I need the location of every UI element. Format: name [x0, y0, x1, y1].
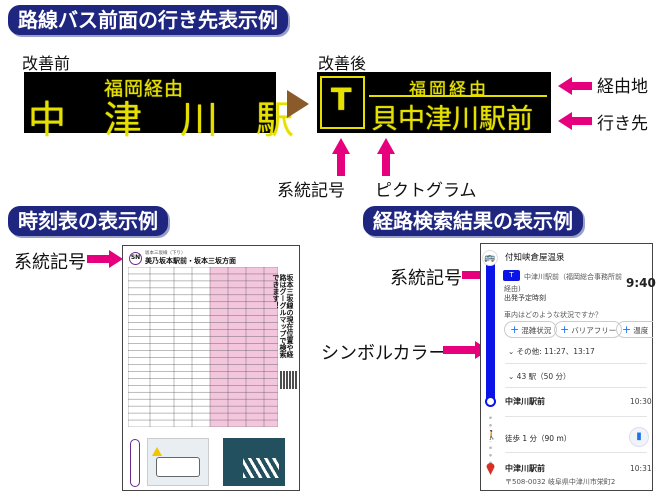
- pink-arrow-right-icon: [443, 341, 489, 363]
- pink-arrow-right-icon: [87, 250, 123, 272]
- dest-time: 10:31: [630, 464, 652, 473]
- symbol-color-annotation: シンボルカラー: [321, 343, 447, 364]
- new-destination-display: T 福岡経由 貝 中津川駅前: [317, 72, 551, 135]
- chip-label: バリアフリー: [571, 326, 617, 335]
- chip-accessibility[interactable]: +バリアフリー: [554, 321, 623, 338]
- timetable-sheet: SN 坂本三坂線（下り） 美乃坂本駅前・坂本三坂方面 坂本三坂線の現在位置や経路…: [122, 245, 300, 491]
- crowd-question: 車内はどのような状況ですか？: [504, 311, 602, 319]
- weekend-columns-shade: [210, 267, 278, 427]
- chip-label: 温度: [633, 326, 649, 335]
- timetable-grid: [128, 267, 278, 427]
- dest-stop: 中津川駅前: [505, 464, 545, 473]
- divider: [505, 452, 647, 453]
- arrive-stop: 中津川駅前: [505, 397, 545, 406]
- route-badge: SN: [129, 252, 142, 265]
- new-destination-text: 中津川駅前: [398, 104, 533, 135]
- route-desc-2: 経由): [504, 285, 521, 293]
- bus-icon: 🚌: [482, 250, 498, 266]
- other-times[interactable]: ⌄ その他: 11:27、13:17: [508, 346, 595, 357]
- route-code-text: T: [331, 83, 352, 118]
- route-code-box: [320, 76, 365, 129]
- pink-arrow-up-icon: [377, 138, 395, 180]
- pictogram-icon: 貝: [371, 104, 398, 135]
- chevron-down-icon: ⌄: [508, 372, 517, 381]
- route-desc: 中津川駅前（福岡総合事務所前: [524, 273, 622, 281]
- direction-title: 美乃坂本駅前・坂本三坂方面: [145, 257, 236, 265]
- chevron-down-icon: ⌄: [508, 347, 517, 356]
- side-note: 坂本三坂線の現在位置や経路はグーグルマップで検索できます！: [272, 274, 294, 358]
- section-title-bus-front: 路線バス前面の行き先表示例: [8, 5, 288, 35]
- before-label: 改善前: [22, 54, 71, 73]
- divider: [505, 416, 647, 417]
- headsign: 付知峡倉屋温泉: [505, 253, 565, 263]
- chip-label: 混雑状況: [521, 326, 552, 335]
- section-title-route-search: 経路検索結果の表示例: [363, 206, 583, 236]
- location-pin-icon: [486, 460, 495, 479]
- old-destination-text: 中 津 川 駅: [28, 98, 295, 142]
- stops-label: 43 駅（50 分）: [516, 372, 571, 381]
- arrive-time: 10:30: [630, 397, 652, 406]
- chip-crowding[interactable]: +混雑状況: [504, 321, 558, 338]
- pink-arrow-left-icon: [558, 112, 592, 134]
- depart-label: 出発予定時刻: [504, 294, 546, 302]
- other-times-label: その他: 11:27、13:17: [516, 347, 595, 356]
- qr-code: [280, 371, 298, 389]
- arrow-right-icon: [287, 90, 309, 118]
- divider: [505, 363, 647, 364]
- pictogram-annotation: ピクトグラム: [375, 181, 477, 201]
- walk-info: 徒歩 1 分（90 m）: [505, 434, 572, 443]
- pink-arrow-up-icon: [332, 138, 350, 180]
- route-code-annotation-timetable: 系統記号: [14, 252, 86, 273]
- route-code-annotation: 系統記号: [277, 181, 345, 201]
- after-label: 改善後: [318, 54, 367, 73]
- notice-label: [130, 439, 140, 487]
- route-badge-t[interactable]: T: [503, 270, 520, 281]
- stops-count[interactable]: ⌄ 43 駅（50 分）: [508, 371, 571, 382]
- via-place-annotation: 経由地: [597, 77, 648, 97]
- symbol-color-bar: [486, 256, 495, 400]
- pink-arrow-left-icon: [558, 77, 592, 99]
- route-result-panel: [480, 243, 653, 491]
- crosswalk-illustration-image: [223, 438, 285, 486]
- map-icon: ▮: [636, 431, 642, 442]
- old-destination-display: 福岡経由 中 津 川 駅: [24, 72, 294, 142]
- destination-annotation: 行き先: [597, 114, 648, 134]
- depart-time: 9:40: [626, 276, 656, 290]
- stop-circle-icon: [485, 396, 496, 407]
- display-divider: [369, 95, 547, 97]
- dest-address: 〒508-0032 岐阜県中津川市栄町2: [505, 478, 616, 486]
- route-code-annotation-search: 系統記号: [390, 268, 462, 289]
- walk-dots: [489, 414, 492, 474]
- divider: [505, 387, 647, 388]
- chip-temperature[interactable]: +温度: [616, 321, 654, 338]
- walking-icon: 🚶: [486, 431, 498, 441]
- map-button[interactable]: ▮: [629, 427, 649, 447]
- line-name: 坂本三坂線（下り）: [145, 251, 186, 256]
- bus-illustration-image: [147, 438, 209, 486]
- section-title-timetable: 時刻表の表示例: [8, 206, 168, 236]
- old-via-text: 福岡経由: [104, 78, 185, 100]
